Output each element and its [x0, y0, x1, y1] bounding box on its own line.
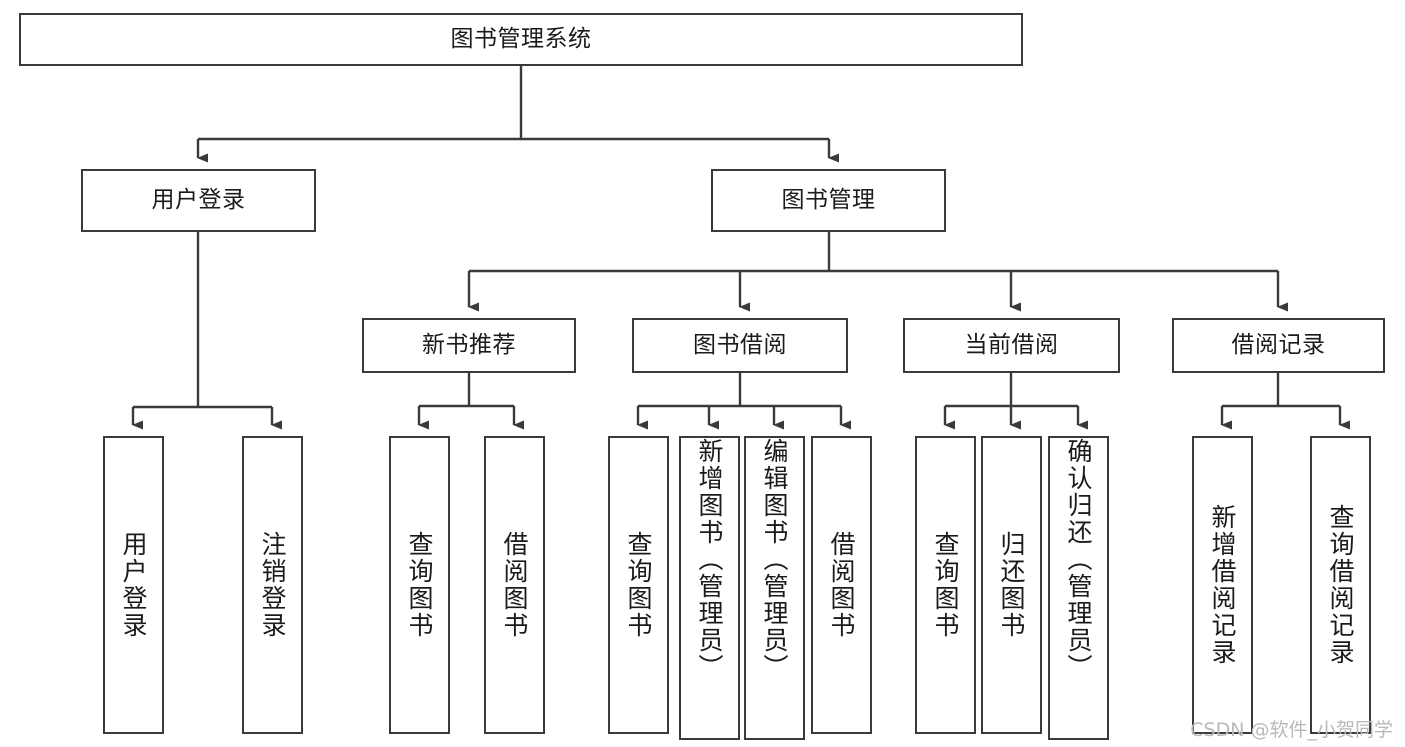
node-leaf-add-record[interactable]: 新增借阅记录: [1192, 436, 1253, 734]
node-current-borrow-label: 当前借阅: [964, 331, 1059, 358]
node-current-borrow[interactable]: 当前借阅: [903, 318, 1120, 373]
node-leaf-borrow-book-2[interactable]: 借阅图书: [811, 436, 872, 734]
node-root[interactable]: 图书管理系统: [19, 13, 1023, 66]
node-leaf-add-book[interactable]: 新增图书（管理员）: [679, 436, 740, 740]
node-leaf-query-book-3[interactable]: 查询图书: [915, 436, 976, 734]
node-leaf-borrow-book-1[interactable]: 借阅图书: [484, 436, 545, 734]
node-book-borrow-label: 图书借阅: [693, 331, 787, 358]
node-leaf-query-book-2-label: 查询图书: [624, 531, 653, 639]
node-root-label: 图书管理系统: [450, 25, 592, 52]
node-leaf-user-login[interactable]: 用户登录: [103, 436, 164, 734]
node-book-borrow[interactable]: 图书借阅: [632, 318, 848, 373]
node-leaf-confirm-return[interactable]: 确认归还（管理员）: [1048, 436, 1109, 740]
node-leaf-query-record[interactable]: 查询借阅记录: [1310, 436, 1371, 734]
node-user-login-label: 用户登录: [151, 186, 246, 213]
node-leaf-query-book-2[interactable]: 查询图书: [608, 436, 669, 734]
node-leaf-edit-book-label: 编辑图书（管理员）: [760, 438, 789, 681]
node-borrow-record[interactable]: 借阅记录: [1172, 318, 1385, 373]
node-leaf-logout-label: 注销登录: [258, 531, 287, 639]
node-leaf-user-login-label: 用户登录: [119, 531, 148, 639]
node-leaf-edit-book[interactable]: 编辑图书（管理员）: [744, 436, 805, 740]
node-borrow-record-label: 借阅记录: [1231, 331, 1326, 358]
node-leaf-query-book-1[interactable]: 查询图书: [389, 436, 450, 734]
watermark: CSDN @软件_小贺同学: [1190, 719, 1393, 741]
node-new-book-rec-label: 新书推荐: [422, 331, 516, 358]
node-leaf-return-book[interactable]: 归还图书: [981, 436, 1042, 734]
node-leaf-query-record-label: 查询借阅记录: [1326, 504, 1355, 666]
node-new-book-rec[interactable]: 新书推荐: [362, 318, 576, 373]
node-leaf-return-book-label: 归还图书: [997, 531, 1026, 639]
node-leaf-borrow-book-2-label: 借阅图书: [827, 531, 856, 639]
node-leaf-query-book-1-label: 查询图书: [405, 531, 434, 639]
node-leaf-borrow-book-1-label: 借阅图书: [500, 531, 529, 639]
node-leaf-query-book-3-label: 查询图书: [931, 531, 960, 639]
node-leaf-add-record-label: 新增借阅记录: [1208, 504, 1237, 666]
node-leaf-add-book-label: 新增图书（管理员）: [695, 438, 724, 681]
node-book-manage-label: 图书管理: [781, 186, 876, 213]
node-leaf-logout[interactable]: 注销登录: [242, 436, 303, 734]
node-user-login[interactable]: 用户登录: [81, 169, 316, 232]
node-leaf-confirm-return-label: 确认归还（管理员）: [1064, 438, 1093, 681]
node-book-manage[interactable]: 图书管理: [711, 169, 946, 232]
